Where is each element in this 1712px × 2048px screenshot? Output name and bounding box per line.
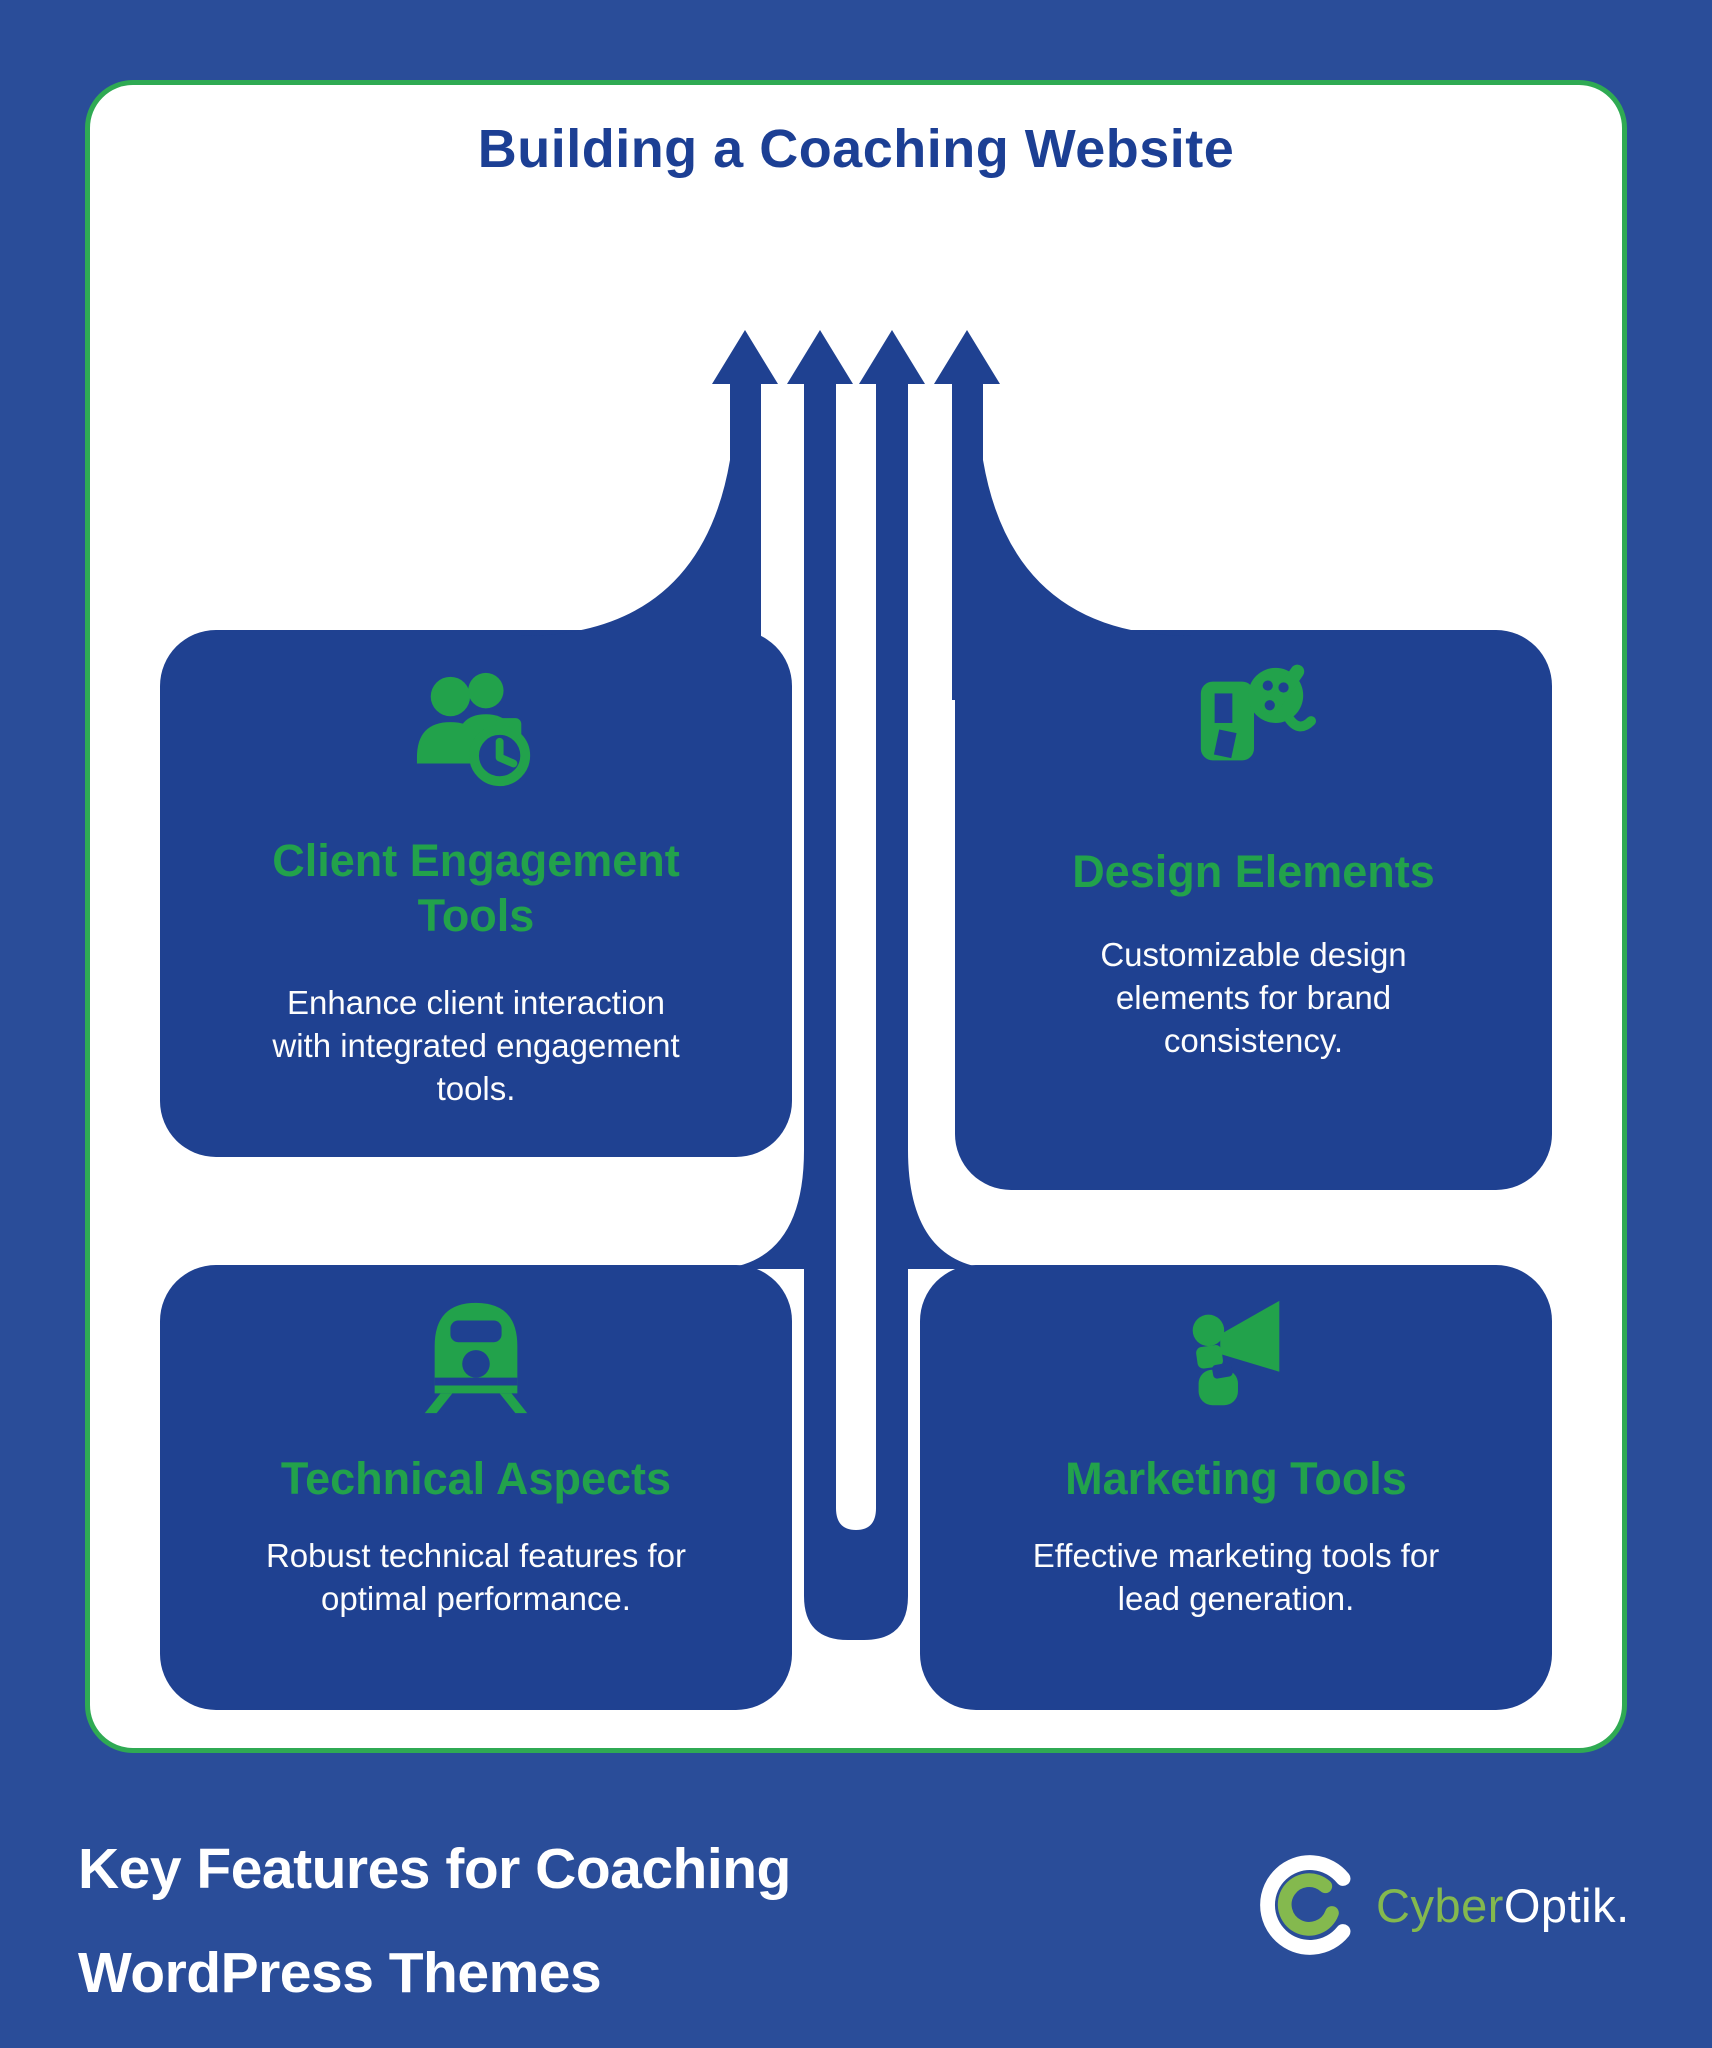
cyberoptik-logo: CyberOptik. — [1254, 1852, 1630, 1958]
train-icon — [180, 1288, 772, 1420]
card-design-elements: Design Elements Customizable design elem… — [975, 655, 1532, 1063]
up-arrow-icon-4 — [934, 330, 1192, 700]
card-description: Robust technical features for optimal pe… — [265, 1536, 687, 1617]
people-clock-icon — [180, 662, 772, 794]
megaphone-icon — [940, 1288, 1532, 1420]
card-description: Enhance client interaction with integrat… — [272, 983, 680, 1107]
card-description: Effective marketing tools for lead gener… — [1032, 1536, 1440, 1617]
card-title: Client Engagement Tools — [272, 835, 680, 941]
card-shape-design-elements — [955, 630, 1552, 1190]
footer-heading: Key Features for Coaching WordPress Them… — [78, 1818, 791, 2025]
card-shape-technical-aspects — [160, 1265, 792, 1710]
card-title: Technical Aspects — [280, 1453, 672, 1504]
arrow-stem-3 — [876, 380, 908, 1520]
up-arrow-icon-3 — [859, 330, 925, 384]
stem-fillet-left — [720, 1150, 804, 1269]
arrow-stem-2 — [804, 380, 836, 1520]
up-arrow-icon-1 — [520, 330, 778, 700]
stem-fillet-right — [908, 1150, 992, 1269]
card-marketing-tools: Marketing Tools Effective marketing tool… — [940, 1288, 1532, 1621]
logo-text-primary: Cyber — [1376, 1878, 1504, 1932]
cyberoptik-logo-icon — [1260, 1855, 1351, 1955]
card-description: Customizable design elements for brand c… — [1100, 935, 1407, 1059]
arrow-stem-merge — [804, 1490, 908, 1640]
page-title: Building a Coaching Website — [477, 119, 1235, 179]
footer-heading-line2: WordPress Themes — [78, 1940, 602, 2005]
center-gap — [836, 388, 876, 1530]
logo-text: CyberOptik. — [1376, 1878, 1630, 1933]
card-client-engagement: Client Engagement Tools Enhance client i… — [180, 662, 772, 1110]
paint-palette-icon — [975, 655, 1532, 787]
card-title: Marketing Tools — [1065, 1453, 1407, 1504]
card-shape-marketing-tools — [920, 1265, 1552, 1710]
logo-text-secondary: Optik. — [1503, 1878, 1630, 1932]
footer-heading-line1: Key Features for Coaching — [78, 1837, 791, 1901]
card-technical-aspects: Technical Aspects Robust technical featu… — [180, 1288, 772, 1621]
up-arrow-icon-2 — [787, 330, 853, 384]
card-title: Design Elements — [1072, 846, 1435, 897]
card-shape-client-engagement — [160, 630, 792, 1157]
